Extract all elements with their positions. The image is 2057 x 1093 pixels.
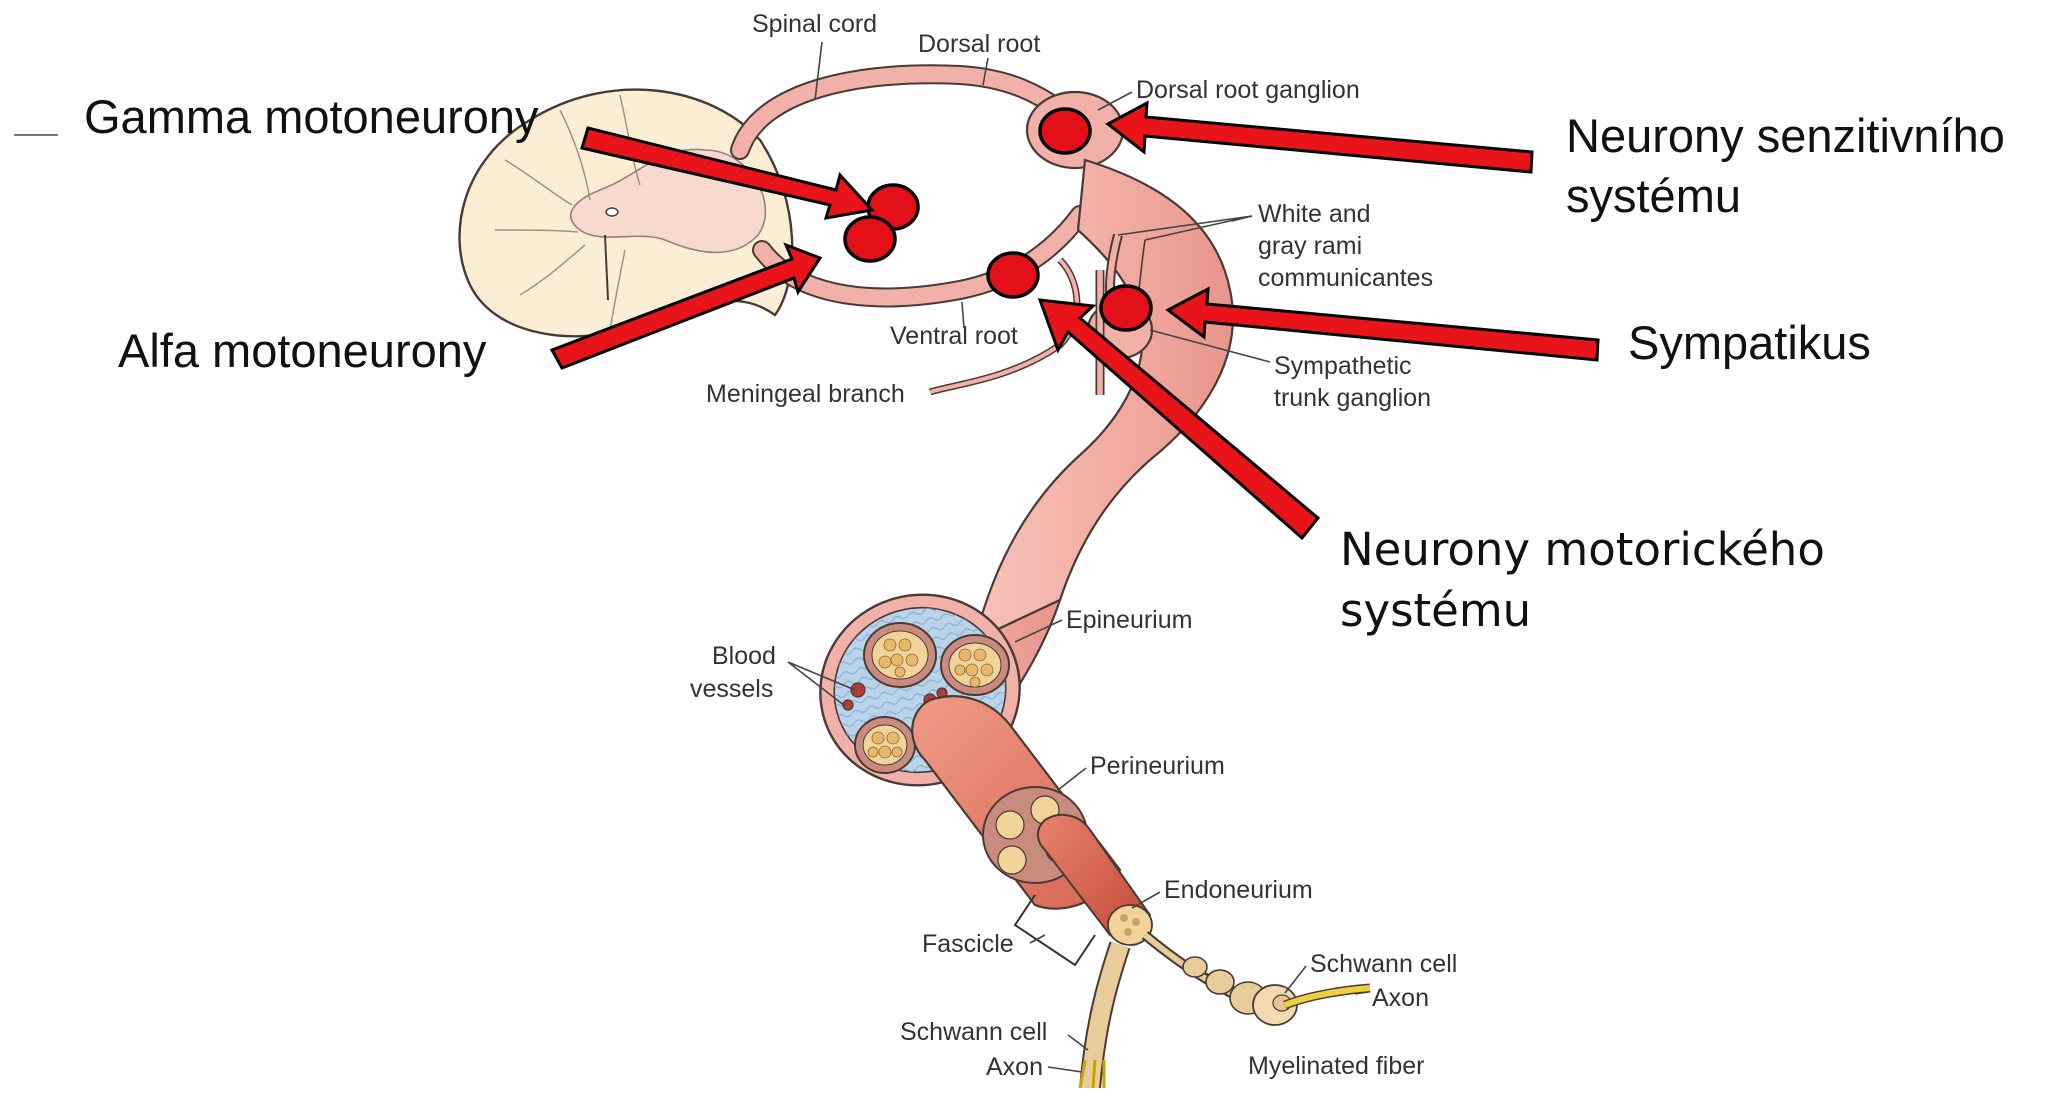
annotation-gamma: Gamma motoneurony (84, 90, 539, 143)
label-meningeal-branch: Meningeal branch (706, 380, 905, 408)
label-schwann-cell-right: Schwann cell (1310, 950, 1457, 978)
label-dorsal-root: Dorsal root (918, 30, 1040, 58)
label-epineurium: Epineurium (1066, 606, 1192, 634)
label-ventral-root: Ventral root (890, 322, 1018, 350)
annotation-motor-2: systému (1340, 584, 1531, 637)
unmyelinated-fiber (1080, 945, 1120, 1088)
annotation-alfa: Alfa motoneurony (118, 324, 487, 377)
annotation-motor-1: Neurony motorického (1340, 523, 1825, 576)
marker-dorsal-ganglion (1040, 109, 1090, 153)
label-schwann-cell-left: Schwann cell (900, 1018, 1047, 1046)
label-endoneurium: Endoneurium (1164, 876, 1313, 904)
label-sympathetic-trunk-1: Sympathetic (1274, 352, 1412, 380)
label-rami-2: gray rami (1258, 232, 1362, 260)
label-spinal-cord: Spinal cord (752, 10, 877, 38)
label-perineurium: Perineurium (1090, 752, 1225, 780)
label-rami-3: communicantes (1258, 264, 1433, 292)
label-axon-left: Axon (986, 1053, 1043, 1081)
annotation-sensory-1: Neurony senzitivního (1566, 109, 2005, 162)
myelinated-fiber (1145, 935, 1370, 1025)
marker-alfa (845, 217, 895, 261)
label-sympathetic-trunk-2: trunk ganglion (1274, 384, 1431, 412)
label-dorsal-root-ganglion: Dorsal root ganglion (1136, 76, 1360, 104)
label-blood-1: Blood (712, 642, 776, 670)
annotation-sensory-2: systému (1566, 169, 1741, 222)
label-fascicle: Fascicle (922, 930, 1014, 958)
arrow-sensory (1108, 103, 1532, 172)
marker-ventral (988, 253, 1038, 297)
spinal-nerve-roots (740, 74, 1233, 640)
label-myelinated-fiber: Myelinated fiber (1248, 1052, 1424, 1080)
annotation-sympathetic: Sympatikus (1628, 316, 1871, 369)
label-rami-1: White and (1258, 200, 1371, 228)
marker-sympathetic (1101, 286, 1151, 330)
label-blood-2: vessels (690, 675, 773, 703)
label-axon-right: Axon (1372, 984, 1429, 1012)
